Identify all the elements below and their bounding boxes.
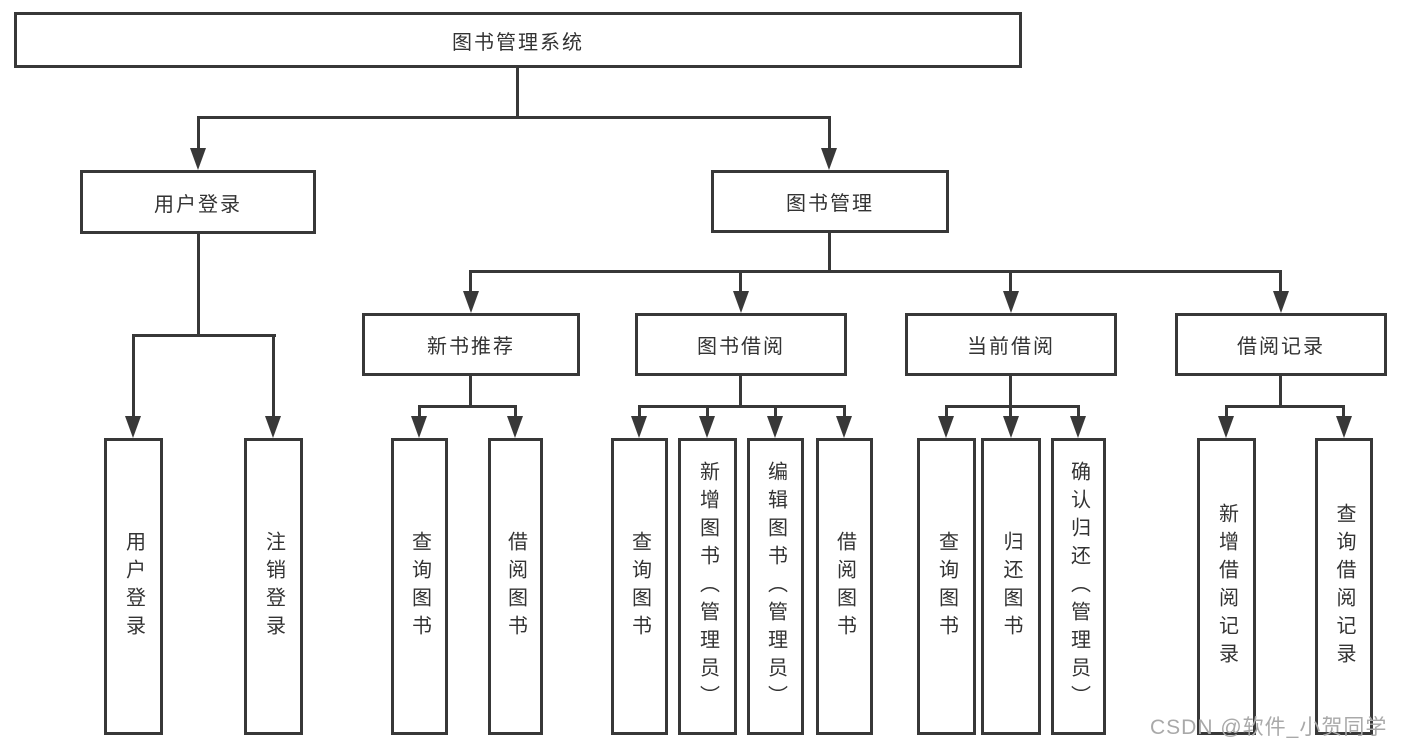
leaf-label: 用户登录 (122, 530, 145, 643)
connector-segment (516, 68, 519, 118)
node-book-borrow: 图书借阅 (635, 313, 847, 376)
node-root-label: 图书管理系统 (452, 31, 584, 54)
connector-segment (1279, 270, 1282, 293)
connector-segment (272, 334, 275, 418)
arrowhead-down (836, 416, 852, 438)
arrowhead-down (1070, 416, 1086, 438)
connector-segment (418, 405, 517, 408)
leaf-record-add: 新增借阅记录 (1197, 438, 1256, 735)
leaf-label: 借阅图书 (833, 530, 856, 643)
arrowhead-down (507, 416, 523, 438)
connector-segment (197, 116, 830, 119)
csdn-watermark: CSDN @软件_小贺同学 (1150, 716, 1388, 739)
arrowhead-down (265, 416, 281, 438)
leaf-user-login: 用户登录 (104, 438, 163, 735)
leaf-label: 新增借阅记录 (1215, 502, 1238, 671)
connector-segment (132, 334, 276, 337)
connector-segment (1279, 376, 1282, 407)
node-borrow-record-label: 借阅记录 (1237, 336, 1325, 358)
leaf-logout: 注销登录 (244, 438, 303, 735)
leaf-newbook-query: 查询图书 (391, 438, 448, 735)
node-user-login-label: 用户登录 (154, 193, 242, 216)
node-new-book-recommend-label: 新书推荐 (427, 336, 515, 358)
leaf-label: 新增图书（管理员） (696, 460, 719, 713)
arrowhead-down (733, 291, 749, 313)
connector-segment (828, 116, 831, 151)
arrowhead-down (699, 416, 715, 438)
arrowhead-down (767, 416, 783, 438)
arrowhead-down (631, 416, 647, 438)
leaf-current-query: 查询图书 (917, 438, 976, 735)
connector-segment (843, 405, 846, 418)
leaf-borrow-edit-admin: 编辑图书（管理员） (747, 438, 804, 735)
leaf-label: 编辑图书（管理员） (764, 460, 787, 713)
connector-segment (1077, 405, 1080, 418)
connector-segment (638, 405, 846, 408)
node-new-book-recommend: 新书推荐 (362, 313, 580, 376)
connector-segment (197, 116, 200, 150)
arrowhead-down (1003, 291, 1019, 313)
connector-segment (470, 270, 1282, 273)
leaf-borrow-add-admin: 新增图书（管理员） (678, 438, 737, 735)
connector-segment (828, 233, 831, 272)
arrowhead-down (463, 291, 479, 313)
connector-segment (739, 270, 742, 293)
arrowhead-down (190, 148, 206, 170)
connector-segment (197, 234, 200, 336)
leaf-label: 确认归还（管理员） (1067, 460, 1090, 713)
arrowhead-down (1003, 416, 1019, 438)
leaf-label: 查询图书 (935, 530, 958, 643)
arrowhead-down (1273, 291, 1289, 313)
leaf-borrow-query: 查询图书 (611, 438, 668, 735)
leaf-label: 借阅图书 (504, 530, 527, 643)
leaf-label: 归还图书 (1000, 530, 1022, 643)
connector-segment (132, 334, 135, 418)
node-book-borrow-label: 图书借阅 (697, 336, 785, 358)
arrowhead-down (1218, 416, 1234, 438)
leaf-newbook-borrow: 借阅图书 (488, 438, 543, 735)
node-borrow-record: 借阅记录 (1175, 313, 1387, 376)
connector-segment (469, 270, 472, 293)
leaf-label: 注销登录 (262, 530, 285, 643)
arrowhead-down (125, 416, 141, 438)
leaf-current-confirm-admin: 确认归还（管理员） (1051, 438, 1106, 735)
connector-segment (418, 405, 421, 418)
arrowhead-down (938, 416, 954, 438)
arrowhead-down (1336, 416, 1352, 438)
connector-segment (638, 405, 641, 418)
leaf-borrow-book: 借阅图书 (816, 438, 873, 735)
node-user-login: 用户登录 (80, 170, 316, 234)
connector-segment (706, 405, 709, 418)
connector-segment (774, 405, 777, 418)
connector-segment (945, 405, 1079, 408)
node-current-borrow: 当前借阅 (905, 313, 1117, 376)
connector-segment (1342, 405, 1345, 418)
connector-segment (1009, 405, 1012, 418)
node-current-borrow-label: 当前借阅 (967, 336, 1055, 358)
connector-segment (469, 376, 472, 407)
node-root: 图书管理系统 (14, 12, 1022, 68)
connector-segment (1009, 270, 1012, 293)
leaf-label: 查询图书 (408, 530, 431, 643)
node-book-management-label: 图书管理 (786, 193, 874, 215)
connector-segment (945, 405, 948, 418)
arrowhead-down (411, 416, 427, 438)
leaf-label: 查询图书 (628, 530, 651, 643)
leaf-current-return: 归还图书 (981, 438, 1041, 735)
connector-segment (739, 376, 742, 407)
node-book-management: 图书管理 (711, 170, 949, 233)
connector-segment (1225, 405, 1228, 418)
arrowhead-down (821, 148, 837, 170)
leaf-record-query: 查询借阅记录 (1315, 438, 1373, 735)
connector-segment (1009, 376, 1012, 407)
connector-segment (514, 405, 517, 418)
connector-segment (1225, 405, 1345, 408)
leaf-label: 查询借阅记录 (1333, 502, 1355, 671)
